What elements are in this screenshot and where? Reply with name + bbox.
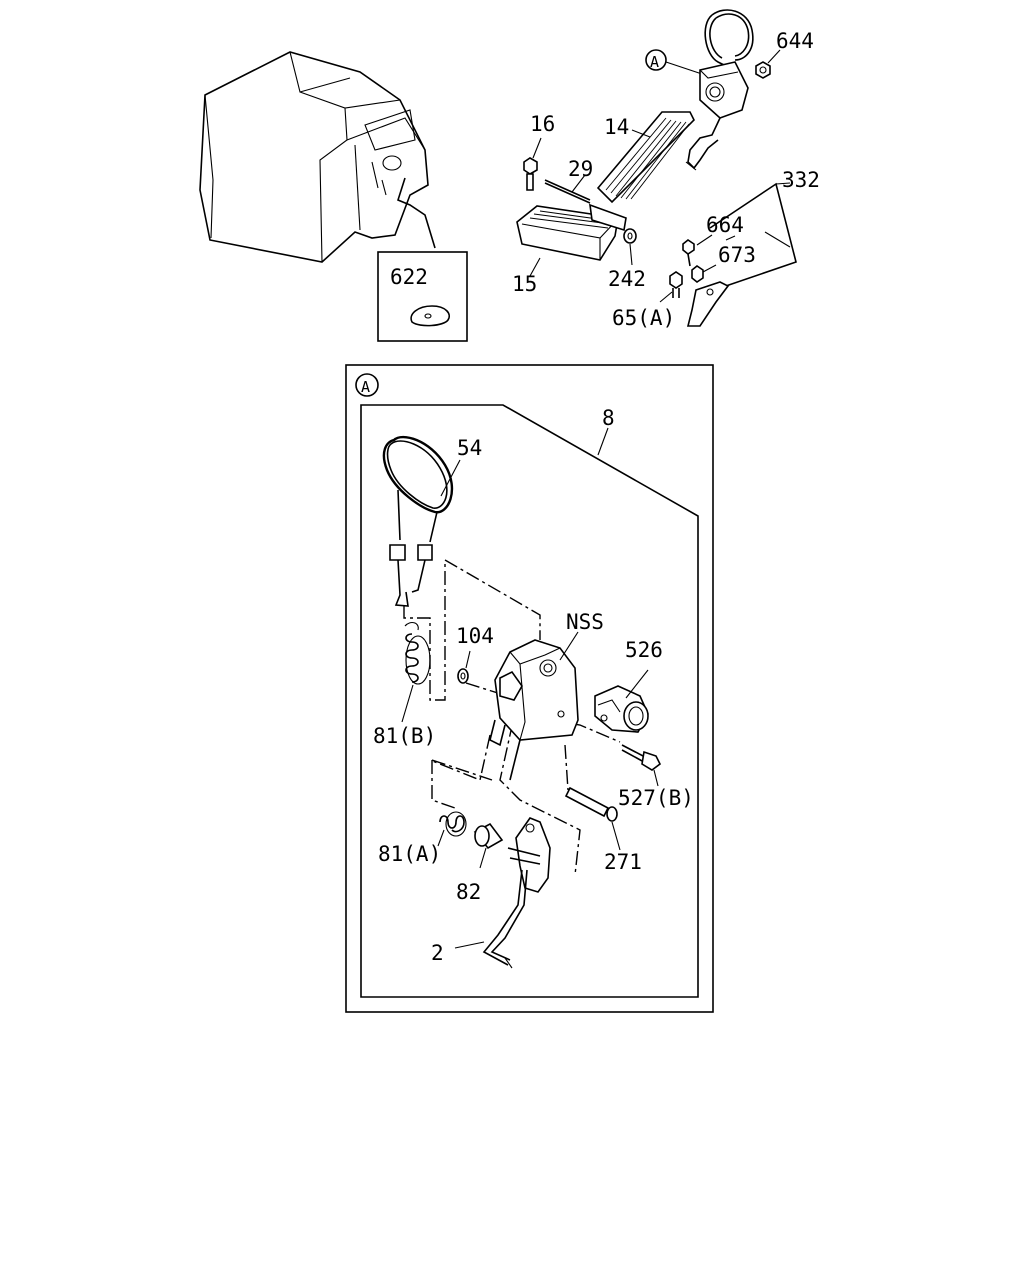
callout-81a: 81(A) — [378, 842, 441, 866]
a-marker-top: A — [645, 49, 703, 75]
screw-527b — [621, 744, 662, 787]
a-marker-top-label: A — [650, 53, 659, 71]
callout-29: 29 — [568, 157, 593, 181]
washer-242 — [623, 228, 637, 266]
callout-526: 526 — [625, 638, 663, 662]
callout-81b: 81(B) — [373, 724, 436, 748]
bracket-332 — [709, 182, 797, 289]
pedal-base-15 — [516, 203, 627, 277]
callout-15: 15 — [512, 272, 537, 296]
leader-8 — [597, 427, 609, 456]
callout-673: 673 — [718, 243, 756, 267]
nut-644 — [755, 49, 781, 79]
bolt-664 — [682, 234, 713, 267]
callout-2: 2 — [431, 941, 444, 965]
nut-673 — [691, 264, 717, 283]
detail-a-marker-label: A — [361, 378, 370, 396]
pedal-bracket-top — [685, 61, 749, 171]
callout-nss: NSS — [566, 610, 604, 634]
inset-622 — [377, 251, 468, 342]
callout-104: 104 — [456, 624, 494, 648]
screw-65a — [659, 271, 730, 327]
pedal-pad-14 — [596, 111, 695, 204]
spring-81b — [401, 621, 431, 723]
callout-65a: 65(A) — [612, 306, 675, 330]
callout-82: 82 — [456, 880, 481, 904]
cable-loop-top — [704, 9, 754, 69]
callout-14: 14 — [604, 115, 629, 139]
bracket-nss — [489, 631, 579, 781]
detail-a-frame: A — [345, 364, 714, 1013]
callout-664: 664 — [706, 213, 744, 237]
callout-527b: 527(B) — [618, 786, 694, 810]
cable-54 — [382, 435, 461, 607]
pin-271 — [564, 786, 621, 851]
callout-644: 644 — [776, 29, 814, 53]
cab-housing — [199, 51, 436, 263]
spring-81a — [437, 811, 467, 847]
callout-8: 8 — [602, 406, 615, 430]
bolt-16 — [523, 137, 542, 191]
callout-622: 622 — [390, 265, 428, 289]
switch-526 — [594, 669, 649, 733]
pin-29 — [544, 174, 591, 204]
bushing-82 — [473, 822, 504, 869]
callout-271: 271 — [604, 850, 642, 874]
washer-104 — [457, 650, 471, 684]
callout-242: 242 — [608, 267, 646, 291]
callout-16: 16 — [530, 112, 555, 136]
pedal-arm-2 — [454, 817, 551, 969]
callout-54: 54 — [457, 436, 482, 460]
callout-332: 332 — [782, 168, 820, 192]
